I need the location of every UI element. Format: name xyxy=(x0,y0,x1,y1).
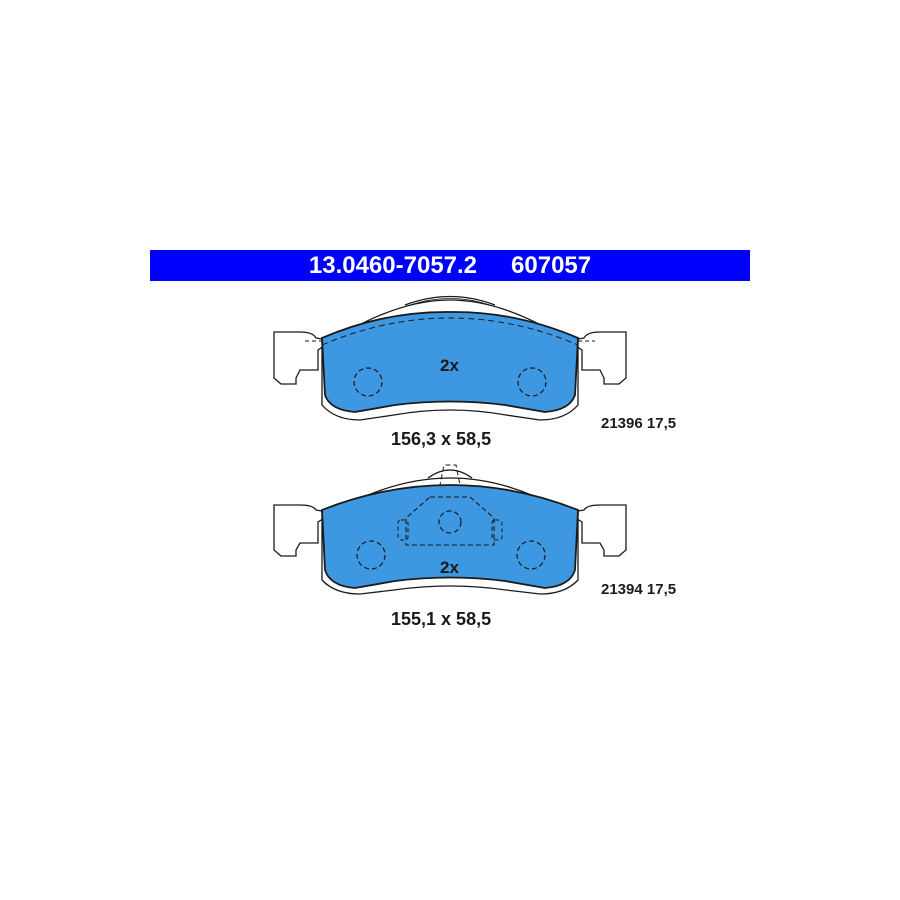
backing-plate-1 xyxy=(273,299,627,385)
pin-hole-left-1 xyxy=(353,367,383,397)
part-number: 13.0460-7057.2 xyxy=(308,252,478,279)
pin-hole-right-2 xyxy=(516,540,546,570)
clip-tab xyxy=(427,469,473,479)
alt-part-number: 607057 xyxy=(511,252,592,279)
pad-2-dimensions: 155,1 x 58,5 xyxy=(391,609,492,629)
part-number-banner: 13.0460-7057.2 607057 xyxy=(150,250,750,281)
pin-hole-right-1 xyxy=(517,367,547,397)
friction-pad-1 xyxy=(321,311,579,413)
friction-pad-2 xyxy=(321,484,579,589)
brake-pad-1 xyxy=(273,295,627,421)
pad-1-dimensions: 156,3 x 58,5 xyxy=(391,429,492,449)
pad-2-reference: 21394 17,5 xyxy=(601,581,677,598)
pad-1-reference: 21396 17,5 xyxy=(601,415,677,432)
pin-hole-left-2 xyxy=(356,540,386,570)
backing-plate-bump xyxy=(404,295,496,306)
pad-2-quantity: 2x xyxy=(440,558,459,577)
pad-1-quantity: 2x xyxy=(440,356,459,375)
center-hole xyxy=(438,510,462,534)
backing-plate-2 xyxy=(273,477,627,557)
brake-pad-2 xyxy=(273,464,627,595)
